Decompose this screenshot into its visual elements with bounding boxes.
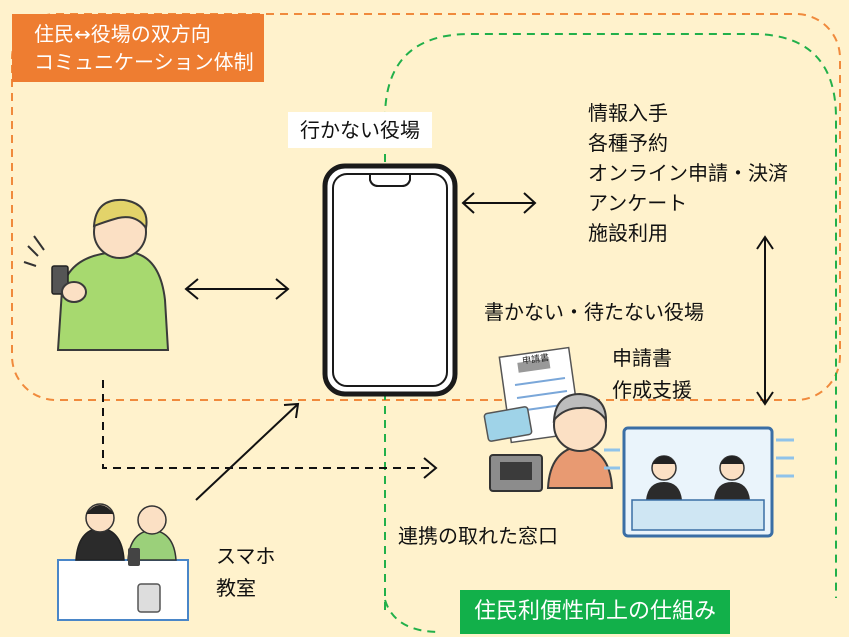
class-line1: スマホ bbox=[216, 544, 276, 568]
orange-dashed-region bbox=[11, 13, 841, 401]
green-section-tag: 住民利便性向上の仕組み bbox=[460, 590, 731, 634]
service-item: 情報入手 bbox=[588, 101, 668, 125]
service-item: 施設利用 bbox=[588, 221, 668, 245]
green-tag-label: 住民利便性向上の仕組み bbox=[474, 599, 717, 624]
class-line2: 教室 bbox=[216, 576, 256, 600]
arrows bbox=[184, 192, 774, 501]
service-item: 各種予約 bbox=[588, 131, 668, 155]
support-line2: 作成支援 bbox=[612, 378, 692, 402]
support-label: 申請書 作成支援 bbox=[612, 342, 692, 406]
services-list: 情報入手 各種予約 オンライン申請・決済 アンケート 施設利用 bbox=[588, 98, 788, 248]
orange-section-tag: 住民↔役場の双方向 コミュニケーション体制 bbox=[12, 14, 264, 82]
no-write-no-wait-label: 書かない・待たない役場 bbox=[484, 300, 704, 324]
service-item: アンケート bbox=[588, 191, 688, 215]
person-with-phone-icon bbox=[23, 198, 170, 351]
phone-title: 行かない役場 bbox=[288, 112, 432, 148]
service-item: オンライン申請・決済 bbox=[588, 161, 788, 185]
smartphone-icon bbox=[322, 163, 458, 397]
dashed-connection bbox=[102, 380, 438, 479]
counter-label: 連携の取れた窓口 bbox=[398, 524, 558, 548]
smartphone-class-label: スマホ 教室 bbox=[216, 540, 275, 604]
counter-staff-icon bbox=[604, 426, 794, 538]
smartphone-class-icon bbox=[57, 503, 189, 621]
support-line1: 申請書 bbox=[612, 346, 672, 370]
orange-tag-line2: コミュニケーション体制 bbox=[34, 50, 254, 74]
orange-tag-line1: 住民↔役場の双方向 bbox=[34, 22, 211, 46]
elderly-woman-icon bbox=[489, 392, 614, 492]
